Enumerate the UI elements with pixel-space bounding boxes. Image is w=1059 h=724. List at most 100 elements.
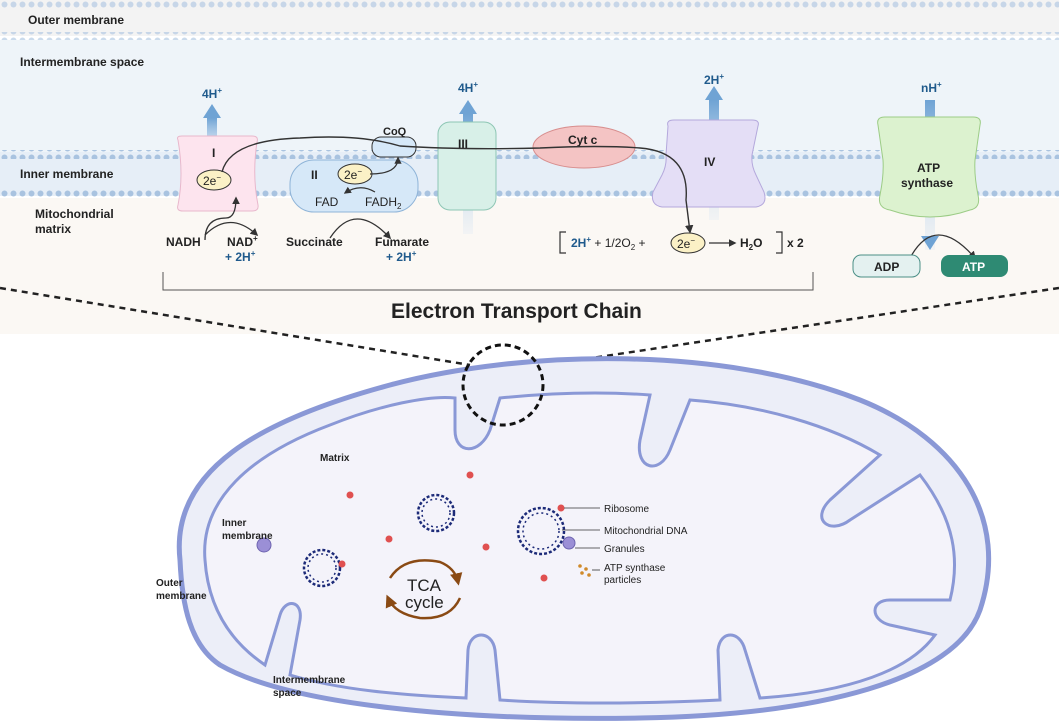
mtdna-loop-left-inner (307, 553, 337, 583)
nad-label: NAD+ (227, 234, 258, 249)
fad-label: FAD (315, 195, 339, 209)
atp-synthase-pumped: nH+ (921, 80, 942, 95)
complex-iii-proton-arrow (459, 100, 477, 114)
mtdna-label: Mitochondrial DNA (604, 526, 688, 537)
tca-arrow-bottom (385, 594, 462, 620)
succinate-to-fumarate-arrow (329, 218, 392, 240)
outer-membrane-beads-top (0, 0, 1059, 8)
coq-label: CoQ (383, 126, 407, 138)
fad-to-fadh2-arrow (343, 186, 376, 194)
zoom-line-left (0, 286, 471, 367)
complex-iv-body (651, 119, 766, 208)
nadh-label: NADH (166, 235, 201, 249)
complex-iii: 4H+ III (437, 80, 497, 234)
ribosome-dot (346, 491, 354, 499)
ribosome-dot (385, 535, 393, 543)
ribosome-dot (466, 471, 474, 479)
complex-ii-to-coq-arrow (369, 156, 402, 175)
complex-ii-name: II (311, 168, 318, 182)
ribosome-dot (482, 543, 490, 551)
matrix-label-line1: Mitochondrial (35, 207, 114, 221)
complex-i-name: I (212, 146, 215, 160)
organelle-legend: Ribosome Mitochondrial DNA Granules ATP … (562, 504, 688, 586)
adp-to-atp-arrow (909, 234, 977, 260)
tca-line2: cycle (405, 593, 444, 612)
nadh-to-complex-i-arrow (204, 196, 240, 241)
complex-i-electrons: 2e− (203, 173, 221, 188)
atp-synthase-line1: ATP (917, 161, 940, 175)
atp-particles-line2: particles (604, 575, 641, 586)
complex-ii-body (289, 159, 419, 213)
reaction-bracket-left (559, 231, 566, 254)
atp-particle (587, 573, 591, 577)
complex-iii-body (437, 121, 497, 211)
complex-iv-name: IV (704, 155, 715, 169)
inner-membrane-beads-bottom (0, 189, 1059, 198)
mtdna-loop-right (516, 506, 566, 556)
complex-i-pumped: 4H+ (202, 86, 222, 101)
complex-ii-electrons: 2e− (344, 167, 362, 182)
complex-ii: II 2e− FAD FADH2 (289, 159, 419, 213)
outer-membrane-label: Outer membrane (28, 13, 124, 27)
atp-label: ATP (962, 260, 985, 274)
atp-synthase-line2: synthase (901, 176, 953, 190)
atp-synthase: nH+ ATP synthase ADP ATP (852, 80, 1008, 278)
fadh2-label: FADH2 (365, 195, 402, 211)
reaction-electrons: 2e− (677, 236, 695, 251)
electron-path-line (221, 136, 694, 234)
atp-particle (578, 564, 582, 568)
intermembrane-line2: space (273, 688, 302, 699)
water-label: H2O (740, 236, 762, 252)
ribosome-label: Ribosome (604, 504, 649, 515)
atp-particle (584, 567, 588, 571)
tca-line1: TCA (407, 576, 442, 595)
complex-i: 4H+ I 2e− (177, 86, 259, 212)
granule (562, 536, 576, 550)
matrix-label-line2: matrix (35, 222, 71, 236)
atp-particle (580, 571, 584, 575)
ribosome-dot (557, 504, 565, 512)
succinate-label: Succinate (286, 235, 343, 249)
reaction-bracket-right (776, 231, 783, 254)
tca-arrow-top (388, 559, 463, 586)
mitochondrion: TCA cycle (176, 343, 991, 721)
complex-iv: 2H+ IV (651, 72, 766, 220)
complex-iii-pumped: 4H+ (458, 80, 478, 95)
intermembrane-line1: Intermembrane (273, 675, 346, 686)
granule (256, 537, 272, 553)
inner-membrane-line2: membrane (222, 531, 273, 542)
reaction-reactants: 2H+ + 1/2O2 + (571, 235, 646, 252)
cyt-c-label: Cyt c (568, 133, 598, 147)
complex-i-proton-arrow (203, 104, 221, 118)
intermembrane-space-label: Intermembrane space (20, 55, 144, 69)
reaction-multiplier: x 2 (787, 236, 804, 250)
adp-box (852, 254, 921, 278)
zoom-circle (461, 343, 545, 427)
ribosome-dot (540, 574, 548, 582)
outer-membrane-line1: Outer (156, 578, 183, 589)
atp-synthase-body (877, 116, 981, 218)
complex-i-product-h: + 2H+ (225, 249, 256, 264)
inner-membrane-beads-top (0, 150, 1059, 159)
outer-membrane-line2: membrane (156, 591, 207, 602)
matrix-label: Matrix (320, 453, 350, 464)
outer-membrane-beads-bottom (0, 32, 1059, 40)
etc-bracket (162, 272, 814, 291)
complex-ii-product-h: + 2H+ (386, 249, 417, 264)
mtdna-loop-right-inner (522, 512, 560, 550)
atp-particles-line1: ATP synthase (604, 563, 666, 574)
nadh-to-nad-arrow (204, 222, 259, 237)
ribosome-dot (338, 560, 346, 568)
complex-i-electron-bubble (196, 169, 232, 191)
inner-membrane-line1: Inner (222, 518, 247, 529)
mtdna-loop-middle (416, 493, 456, 533)
inner-membrane-label: Inner membrane (20, 167, 114, 181)
adp-label: ADP (874, 260, 899, 274)
water-reaction: 2H+ + 1/2O2 + 2e− H2O x 2 (559, 231, 804, 254)
fumarate-label: Fumarate (375, 235, 429, 249)
mtdna-loop-middle-inner (421, 498, 451, 528)
reaction-electron-bubble (670, 232, 706, 254)
zoom-line-right (544, 286, 1059, 367)
complex-iv-proton-arrow (705, 86, 723, 100)
